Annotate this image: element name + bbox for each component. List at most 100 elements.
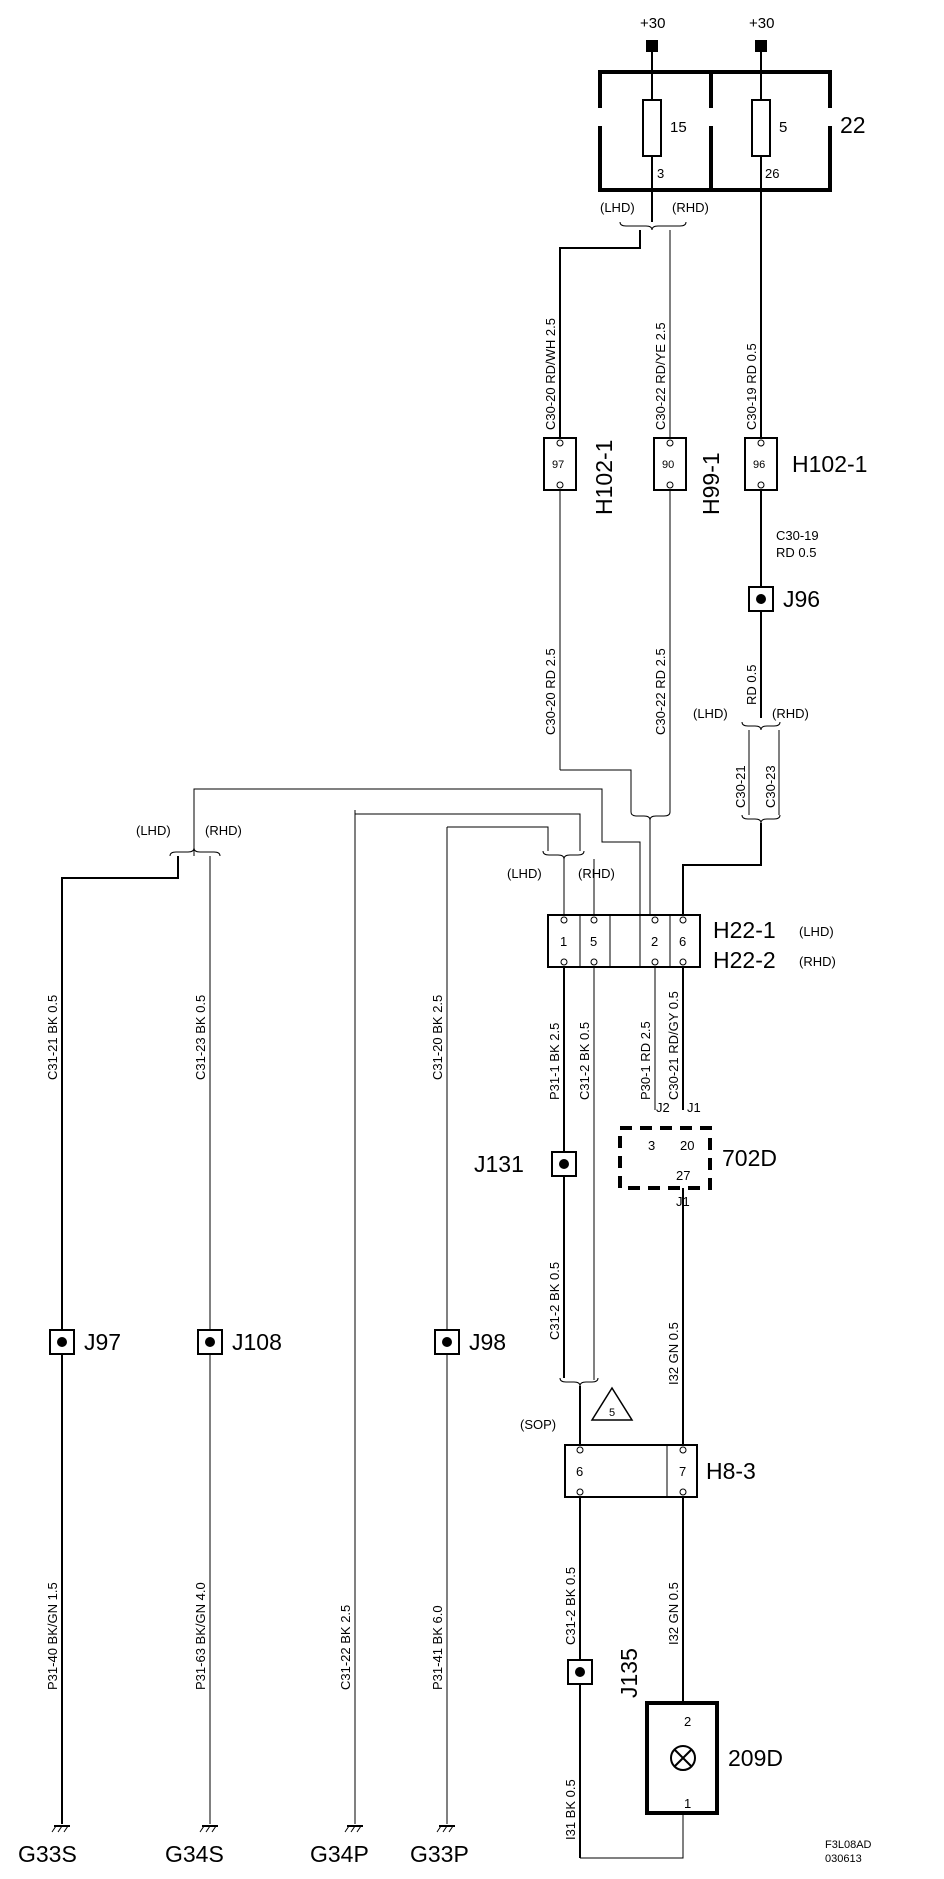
ground-g34p-icon	[344, 1825, 363, 1833]
wire-c30-19-label: C30-19	[776, 528, 819, 543]
wire-c30-20-rd: C30-20 RD 2.5	[543, 648, 558, 735]
h8-3-pin-6: 6	[576, 1464, 583, 1479]
h99-label: H99-1	[698, 452, 724, 515]
fuse-15	[642, 99, 662, 157]
wire-c31-2-bk-b: C31-2 BK 0.5	[547, 1262, 562, 1340]
lamp-pin-bottom: 1	[684, 1796, 691, 1811]
h8-3-label: H8-3	[706, 1458, 756, 1484]
wire-c31-2-bk-c: C31-2 BK 0.5	[563, 1567, 578, 1645]
702d-pin27: 27	[676, 1168, 690, 1183]
wire-p30-1: P30-1 RD 2.5	[638, 1021, 653, 1100]
footer-date: 030613	[825, 1853, 862, 1865]
wire-c30-19-rd: C30-19 RD 0.5	[744, 343, 759, 430]
h22-pin-1: 1	[560, 934, 567, 949]
ground-g33p-icon	[436, 1825, 455, 1833]
lhd-label: (LHD)	[600, 200, 635, 215]
fuse-b-label: 5	[779, 119, 787, 136]
rhd-label-h22: (RHD)	[578, 866, 615, 881]
supply-terminals: +30 +30	[640, 15, 774, 100]
h22-1-label: H22-1	[713, 917, 776, 943]
h22-2-note: (RHD)	[799, 954, 836, 969]
wire-c31-23: C31-23 BK 0.5	[193, 995, 208, 1080]
connector-h99-1: 90 H99-1	[653, 437, 724, 515]
connector-h102-1-left: 97 H102-1	[543, 437, 617, 515]
fuse-5	[751, 99, 771, 157]
fuse-box-id: 22	[840, 112, 866, 138]
702d-j2: J2	[656, 1100, 670, 1115]
terminal-a	[646, 40, 658, 52]
j97-label: J97	[84, 1329, 121, 1355]
j108-label: J108	[232, 1329, 282, 1355]
rhd-label-j96: (RHD)	[772, 706, 809, 721]
splice-j97: J97	[49, 1329, 121, 1355]
wire-p31-41: P31-41 BK 6.0	[430, 1605, 445, 1690]
lamp-209d: 2 1 209D	[645, 1701, 783, 1815]
note-triangle	[590, 1386, 634, 1421]
wire-c30-21: C30-21	[733, 765, 748, 808]
h8-3-pin-7: 7	[679, 1464, 686, 1479]
702d-j1: J1	[687, 1100, 701, 1115]
j135-label: J135	[616, 1648, 642, 1698]
splice-j131: J131	[474, 1151, 577, 1177]
702d-label: 702D	[722, 1145, 777, 1171]
h99-pin: 90	[662, 459, 674, 471]
h22-pin-2: 2	[651, 934, 658, 949]
wire-c31-22: C31-22 BK 2.5	[338, 1605, 353, 1690]
ground-g34s-label: G34S	[165, 1841, 224, 1867]
terminal-b	[755, 40, 767, 52]
sop-label: (SOP)	[520, 1417, 556, 1432]
fuse-a-label: 15	[670, 119, 687, 136]
wire-i32-gn-b: I32 GN 0.5	[666, 1582, 681, 1645]
wire-c30-19-spec: RD 0.5	[776, 545, 816, 560]
footer-code: F3L08AD	[825, 1839, 872, 1851]
wire-i31-bk: I31 BK 0.5	[563, 1779, 578, 1840]
ground-g34s-icon	[199, 1825, 218, 1833]
note-number: 5	[609, 1407, 615, 1419]
splice-j98: J98	[434, 1329, 506, 1355]
j96-label: J96	[783, 586, 820, 612]
ground-g33p-label: G33P	[410, 1841, 469, 1867]
j98-label: J98	[469, 1329, 506, 1355]
wire-rd-05: RD 0.5	[744, 665, 759, 705]
h22-pin-6: 6	[679, 934, 686, 949]
wire-c31-20: C31-20 BK 2.5	[430, 995, 445, 1080]
lamp-label: 209D	[728, 1745, 783, 1771]
splice-j96: J96	[748, 586, 820, 612]
lhd-label-h22: (LHD)	[507, 866, 542, 881]
h22-pin-5: 5	[590, 934, 597, 949]
ground-symbols: G33S G34S G34P G33P	[18, 1825, 469, 1867]
wire-p31-1: P31-1 BK 2.5	[547, 1023, 562, 1100]
connector-h102-1-right: 96 H102-1	[744, 437, 867, 491]
wire-p31-40: P31-40 BK/GN 1.5	[45, 1582, 60, 1690]
702d-pin3: 3	[648, 1138, 655, 1153]
fuse-box-frame	[598, 70, 832, 192]
splice-j135: J135	[567, 1648, 642, 1698]
h102-left-label: H102-1	[591, 440, 617, 515]
lamp-pin-top: 2	[684, 1714, 691, 1729]
ground-g33s-icon	[51, 1825, 70, 1833]
fuse-a-pin: 3	[657, 166, 664, 181]
fuse-box-22: 15 5 3 26 22	[591, 70, 866, 192]
ground-g33s-label: G33S	[18, 1841, 77, 1867]
component-702d: J2 J1 3 20 27 J1 702D	[618, 1100, 777, 1209]
wire-c31-2-bk: C31-2 BK 0.5	[577, 1022, 592, 1100]
wire-c30-21-rdgy: C30-21 RD/GY 0.5	[666, 991, 681, 1100]
wire-c30-22-rd: C30-22 RD 2.5	[653, 648, 668, 735]
wire-i32-gn-a: I32 GN 0.5	[666, 1322, 681, 1385]
h22-2-label: H22-2	[713, 947, 776, 973]
h102-right-pin: 96	[753, 459, 765, 471]
lhd-label-j96: (LHD)	[693, 706, 728, 721]
wire-p31-63: P31-63 BK/GN 4.0	[193, 1582, 208, 1690]
ground-g34p-label: G34P	[310, 1841, 369, 1867]
h22-1-note: (LHD)	[799, 924, 834, 939]
wire-c31-21: C31-21 BK 0.5	[45, 995, 60, 1080]
h102-left-pin: 97	[552, 459, 564, 471]
plus30-label-b: +30	[749, 15, 774, 32]
plus30-label-a: +30	[640, 15, 665, 32]
702d-pin20: 20	[680, 1138, 694, 1153]
rhd-label-left: (RHD)	[205, 823, 242, 838]
wire-c30-23: C30-23	[763, 765, 778, 808]
splice-j108: J108	[197, 1329, 282, 1355]
